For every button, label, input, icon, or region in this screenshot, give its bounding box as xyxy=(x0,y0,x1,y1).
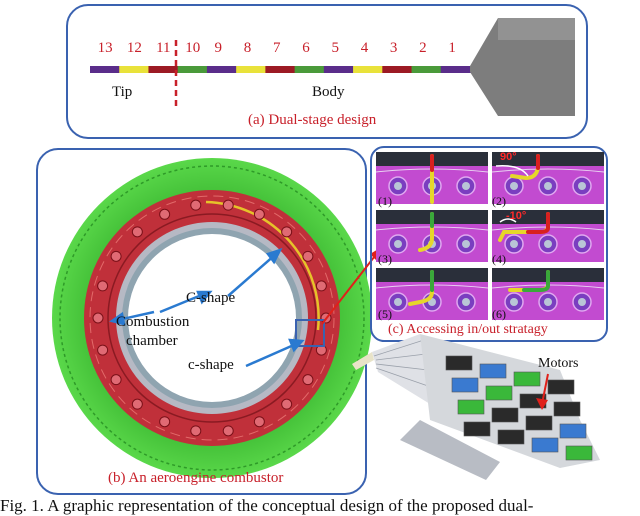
segment-number: 11 xyxy=(156,40,171,56)
burner-dot xyxy=(97,280,109,292)
segment-number: 13 xyxy=(97,40,113,56)
motor-unit xyxy=(485,385,513,401)
burner-dot xyxy=(190,199,202,211)
step-label-5: (5) xyxy=(378,307,392,321)
motor-unit xyxy=(531,437,559,453)
segment-number: 5 xyxy=(331,40,339,56)
motors-callout xyxy=(541,373,549,405)
arm-segment xyxy=(294,66,325,73)
arm-segment xyxy=(382,66,413,73)
arm-segment xyxy=(265,66,296,73)
arm-segment xyxy=(411,66,442,73)
segment-number: 12 xyxy=(126,40,142,56)
burner-dot xyxy=(159,416,171,428)
base-platform xyxy=(400,420,500,480)
arm-step-3 xyxy=(418,212,434,252)
arm-segment xyxy=(440,66,471,73)
body-label: Body xyxy=(312,84,345,100)
motor-unit xyxy=(525,415,553,431)
panel-c-caption: (c) Accessing in/out stratagy xyxy=(388,322,548,337)
burner-dot xyxy=(281,398,293,410)
angle-90-label: 90° xyxy=(500,151,517,163)
segment-number: 7 xyxy=(273,40,281,56)
burner-dot xyxy=(131,226,143,238)
motor-unit xyxy=(463,421,491,437)
arm-segment xyxy=(177,66,208,73)
burner-dot xyxy=(315,280,327,292)
tip-label: Tip xyxy=(112,84,133,100)
zoom-arrow xyxy=(321,251,379,325)
segment-number: 9 xyxy=(214,40,223,56)
panel-b-caption: (b) An aeroengine combustor xyxy=(108,470,284,486)
burner-dot xyxy=(190,425,202,437)
feed-rod xyxy=(352,352,374,370)
arm-segment xyxy=(323,66,354,73)
panel-dual-stage-design xyxy=(66,4,588,139)
figure-caption: Fig. 1. A graphic representation of the … xyxy=(0,496,534,515)
burner-dot xyxy=(97,344,109,356)
combustion-label: Combustion xyxy=(116,314,190,330)
arm-step-5 xyxy=(408,270,434,306)
arm-segment xyxy=(119,66,149,73)
panel-a-caption: (a) Dual-stage design xyxy=(248,112,377,128)
angle-minus10-label: -10° xyxy=(506,210,527,222)
burner-dot xyxy=(253,208,265,220)
burner-dot xyxy=(92,312,104,324)
motor-unit xyxy=(491,407,519,423)
arm-segment xyxy=(148,66,179,73)
arm-segment xyxy=(206,66,237,73)
motor-unit xyxy=(559,423,587,439)
access-window xyxy=(295,319,325,347)
burner-dot xyxy=(131,398,143,410)
burner-dot xyxy=(302,374,314,386)
burner-dot xyxy=(302,250,314,262)
segment-number: 4 xyxy=(360,40,369,56)
motor-unit xyxy=(513,371,541,387)
motor-pack xyxy=(420,334,600,468)
burner-dot xyxy=(222,425,234,437)
arm-segments xyxy=(90,66,471,73)
arm-segment xyxy=(90,66,120,73)
motor-unit xyxy=(457,399,485,415)
motor-unit xyxy=(451,377,479,393)
segment-number: 10 xyxy=(185,40,201,56)
motor-unit xyxy=(547,379,575,395)
segment-number: 1 xyxy=(448,40,456,56)
burner-dot xyxy=(110,374,122,386)
chamber-label: chamber xyxy=(126,333,178,349)
step-label-2: (2) xyxy=(492,194,506,208)
burner-dot xyxy=(281,226,293,238)
arm-segment xyxy=(353,66,383,73)
panel-accessing-strategy xyxy=(370,146,608,342)
burner-dots xyxy=(92,199,332,437)
arm-base-cone xyxy=(470,18,575,116)
motor-unit xyxy=(497,429,525,445)
motors-label: Motors xyxy=(538,356,579,371)
motor-unit xyxy=(479,363,507,379)
burner-dot xyxy=(159,208,171,220)
motor-unit xyxy=(565,445,593,461)
arm-segment xyxy=(236,66,266,73)
segment-number: 6 xyxy=(302,40,310,56)
c-shape-lower-label: c-shape xyxy=(188,357,234,373)
motor-unit xyxy=(445,355,473,371)
step-label-4: (4) xyxy=(492,252,506,266)
segment-number: 8 xyxy=(243,40,252,56)
c-shape-upper-label: C-shape xyxy=(186,290,236,306)
cable-fan xyxy=(372,334,430,404)
segment-number: 3 xyxy=(389,40,398,56)
burner-dot xyxy=(110,250,122,262)
burner-dot xyxy=(253,416,265,428)
step-label-1: (1) xyxy=(378,194,392,208)
step-label-3: (3) xyxy=(378,252,392,266)
step-label-6: (6) xyxy=(492,307,506,321)
motor-unit xyxy=(553,401,581,417)
burner-dot xyxy=(222,199,234,211)
segment-number: 2 xyxy=(419,40,427,56)
